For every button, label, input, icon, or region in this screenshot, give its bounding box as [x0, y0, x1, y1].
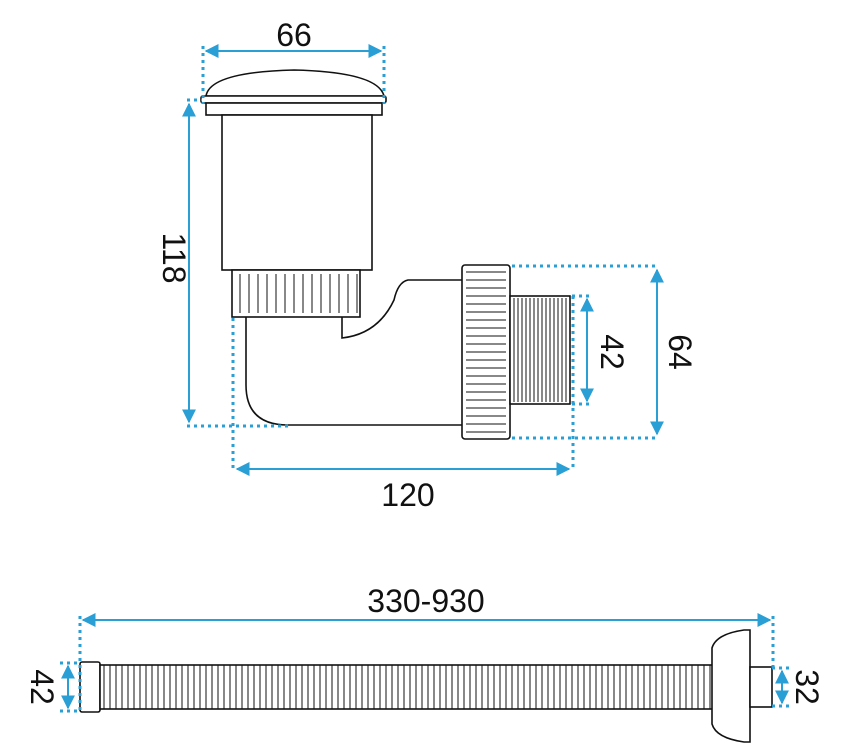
- dimension-cap-width: 66: [201, 17, 386, 104]
- waste-trap-drawing: [200, 69, 571, 440]
- label-nut-diameter: 64: [662, 334, 698, 370]
- trap-body: [221, 114, 373, 271]
- label-total-height: 118: [156, 232, 192, 283]
- outlet-nut: [461, 264, 511, 440]
- hose-left-nut: [79, 661, 101, 713]
- label-hose-right-end: 32: [789, 669, 825, 705]
- trap-flange: [205, 102, 383, 116]
- hose-right-fitting: [711, 629, 751, 743]
- flexible-hose-drawing: [79, 629, 773, 743]
- dimension-hose-length: 330-930: [78, 583, 775, 712]
- label-hose-left-end: 42: [24, 669, 60, 705]
- label-thread-diameter: 42: [594, 334, 630, 370]
- trap-cap-rim: [200, 95, 387, 104]
- dimension-hose-left-end: 42: [24, 661, 80, 713]
- outlet-thread: [509, 295, 571, 405]
- label-cap-width: 66: [276, 17, 312, 53]
- hose-right-spigot: [749, 666, 773, 708]
- dimension-thread-diameter: 42: [572, 294, 630, 406]
- dimension-outlet-width: 120: [231, 296, 575, 513]
- dimension-nut-diameter: 64: [512, 264, 698, 440]
- trap-cap: [205, 69, 386, 97]
- trap-ribbed-nut: [231, 269, 361, 318]
- dimension-hose-right-end: 32: [772, 666, 825, 708]
- label-outlet-width: 120: [381, 477, 434, 513]
- dimension-total-height: 118: [156, 98, 292, 428]
- label-hose-length: 330-930: [367, 583, 484, 619]
- hose-corrugated-tube: [99, 664, 719, 710]
